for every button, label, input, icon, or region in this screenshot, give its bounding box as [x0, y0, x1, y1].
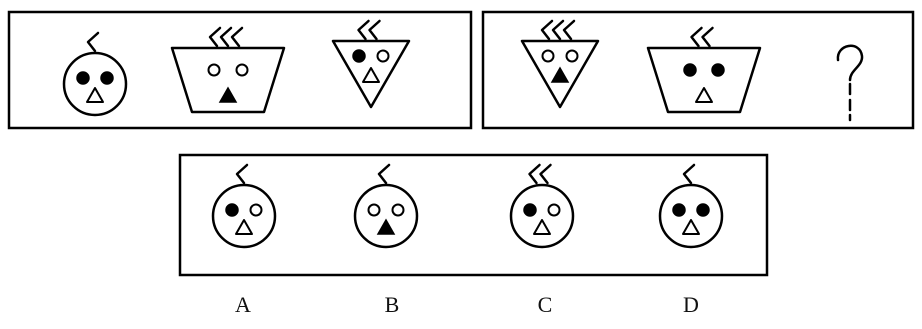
hair-strand — [542, 21, 552, 39]
eye-filled — [77, 72, 89, 84]
eye-open — [378, 51, 389, 62]
hair-strand — [359, 21, 369, 39]
option-label-c: C — [538, 292, 553, 317]
eye-filled — [712, 64, 724, 76]
eye-filled — [697, 204, 709, 216]
nose-filled — [552, 68, 568, 82]
eye-open — [369, 205, 380, 216]
face-circle — [213, 185, 275, 247]
option-figure-c — [511, 165, 573, 247]
hair-strand — [684, 165, 694, 183]
option-figure-a — [213, 165, 275, 247]
figure-left-3 — [333, 21, 409, 107]
hair-strand — [379, 165, 389, 183]
hair-strand — [232, 28, 242, 46]
eye-open — [549, 205, 560, 216]
option-figure-d — [660, 165, 722, 247]
hair-strand — [221, 28, 231, 46]
nose-filled — [378, 220, 394, 234]
nose-hollow — [696, 88, 712, 102]
eye-filled — [226, 204, 238, 216]
hair-strand — [553, 21, 563, 39]
hair-strand — [88, 33, 98, 51]
hair-strand — [541, 165, 551, 183]
hair-strand — [210, 28, 220, 46]
option-figure-b — [355, 165, 417, 247]
figure-right-2 — [648, 28, 760, 112]
hair-strand — [530, 165, 540, 183]
figure-right-1 — [522, 21, 598, 107]
nose-hollow — [683, 220, 699, 234]
hair-strand — [703, 28, 713, 46]
eye-filled — [673, 204, 685, 216]
nose-hollow — [87, 88, 103, 102]
figure-left-2 — [172, 28, 284, 112]
question-mark — [838, 46, 862, 120]
face-circle — [64, 53, 126, 115]
option-label-b: B — [385, 292, 400, 317]
face-circle — [511, 185, 573, 247]
figure-left-1 — [64, 33, 126, 115]
eye-open — [543, 51, 554, 62]
hair-strand — [370, 21, 380, 39]
nose-filled — [220, 88, 236, 102]
option-label-a: A — [235, 292, 251, 317]
hair-strand — [237, 165, 247, 183]
face-circle — [660, 185, 722, 247]
face-circle — [355, 185, 417, 247]
nose-hollow — [534, 220, 550, 234]
eye-open — [251, 205, 262, 216]
eye-open — [237, 65, 248, 76]
eye-open — [393, 205, 404, 216]
top-right-panel — [483, 12, 913, 128]
nose-hollow — [363, 68, 379, 82]
eye-filled — [101, 72, 113, 84]
eye-filled — [684, 64, 696, 76]
eye-filled — [524, 204, 536, 216]
hair-strand — [564, 21, 574, 39]
option-label-d: D — [683, 292, 699, 317]
hair-strand — [692, 28, 702, 46]
nose-hollow — [236, 220, 252, 234]
eye-open — [209, 65, 220, 76]
eye-filled — [353, 50, 365, 62]
eye-open — [567, 51, 578, 62]
